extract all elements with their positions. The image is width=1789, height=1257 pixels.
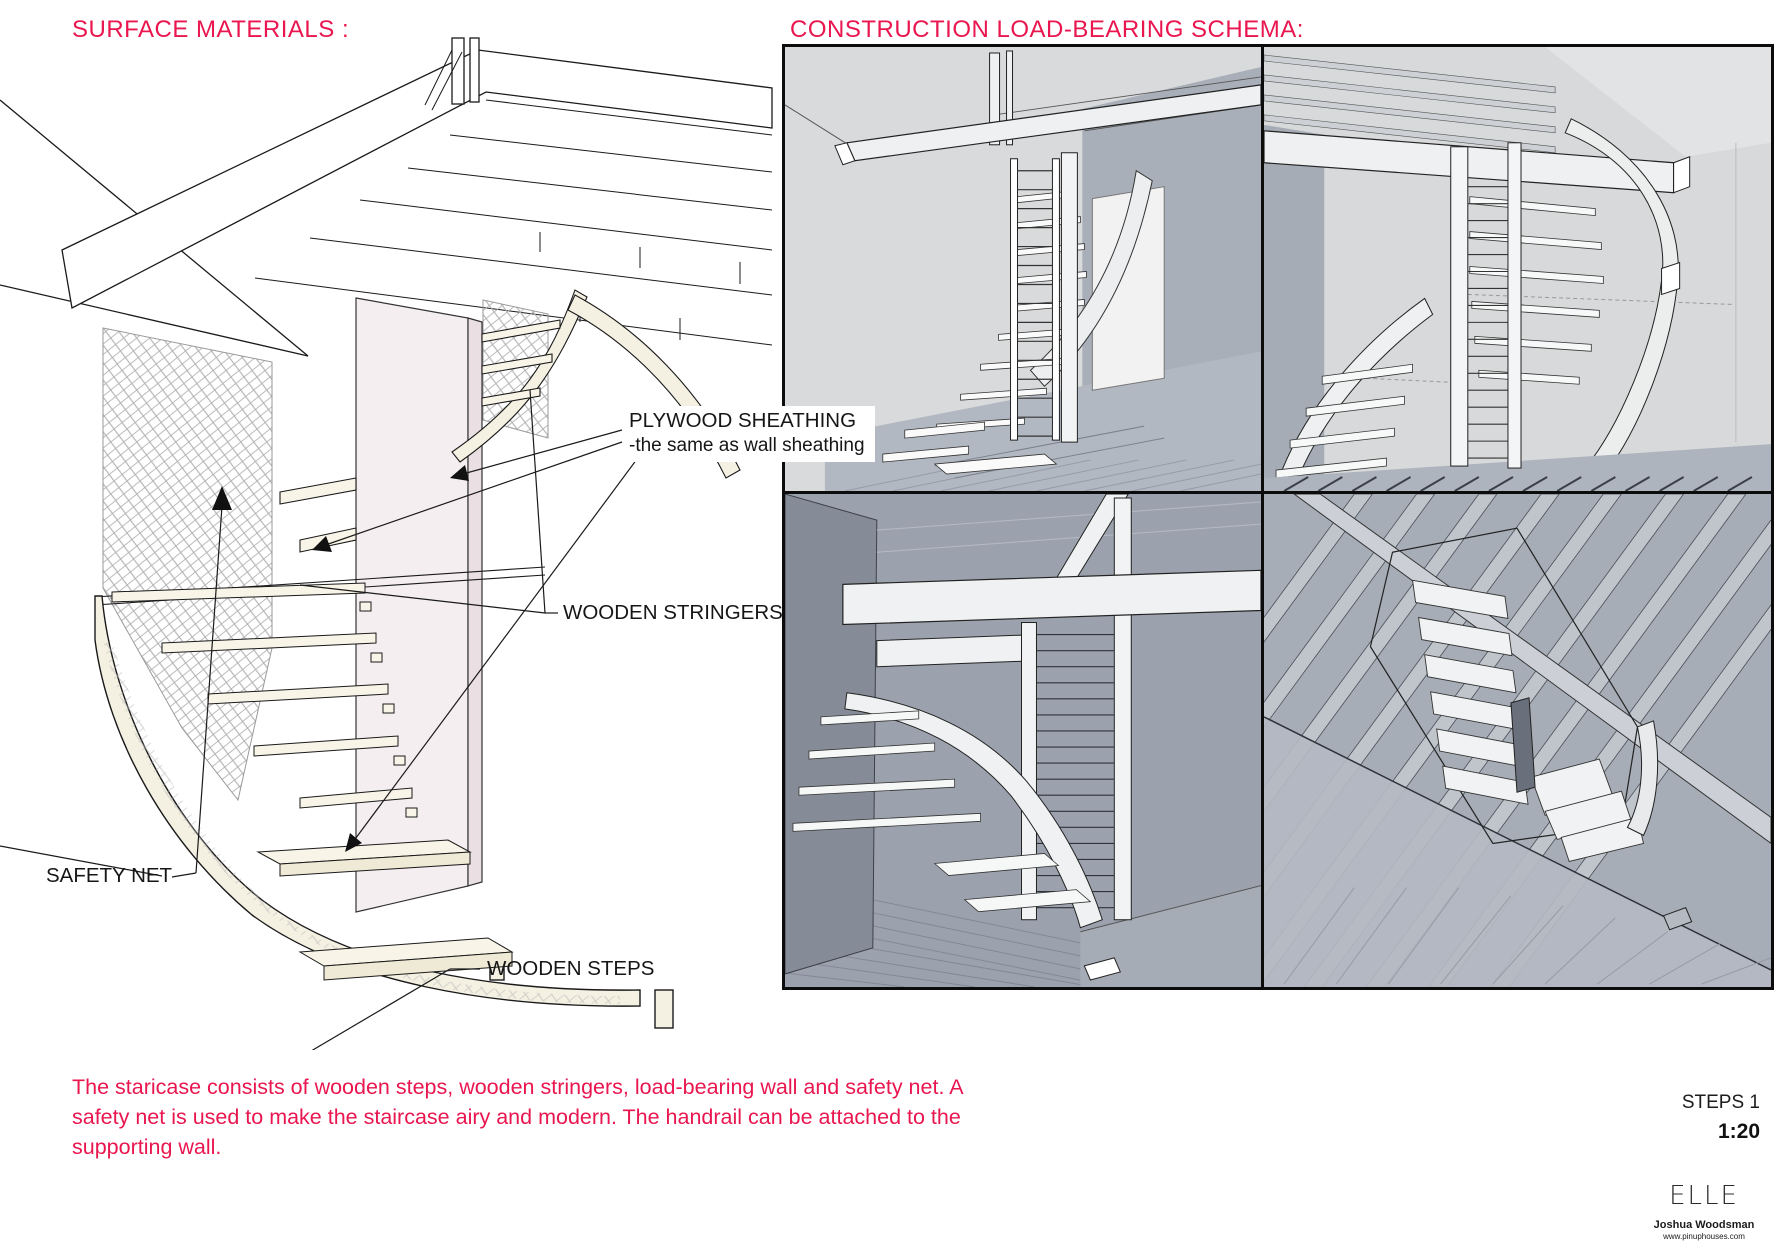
surface-materials-title: SURFACE MATERIALS : [72,16,350,43]
website-url: www.pinuphouses.com [1663,1232,1745,1241]
sheet-scale: 1:20 [1717,1120,1760,1143]
plywood-sheathing-label: PLYWOOD SHEATHING -the same as wall shea… [623,406,875,463]
construction-schema-grid [782,44,1774,990]
render-top-view [1264,494,1771,987]
schema-view-front [785,47,1264,494]
load-bearing-schema-title: CONSTRUCTION LOAD-BEARING SCHEMA: [790,16,1304,43]
safety-net-label: SAFETY NET [46,864,173,887]
description-line: supporting wall. [72,1135,222,1159]
description-line: safety net is used to make the staircase… [72,1105,961,1129]
brand-block: ELLE Joshua Woodsman www.pinuphouses.com [1648,1181,1760,1241]
author-name: Joshua Woodsman [1653,1219,1755,1231]
schema-view-top [1264,494,1771,987]
wooden-steps-label: WOODEN STEPS [487,957,655,980]
description-paragraph: The staricase consists of wooden steps, … [72,1072,964,1162]
schema-view-rear [1264,47,1771,494]
render-rear-view [1264,47,1771,491]
load-bearing-wall [355,297,483,913]
sheet-name: STEPS 1 [1681,1092,1760,1113]
leader-lines [0,389,641,1050]
wooden-stringer [94,595,674,1029]
render-front-view [785,47,1261,491]
leader-arrowhead-icons [212,465,469,852]
plywood-sheathing-label-line2: -the same as wall sheathing [629,434,865,456]
wooden-steps [111,582,514,981]
wooden-stringers-label: WOODEN STRINGERS [563,601,783,624]
description-line: The staricase consists of wooden steps, … [72,1075,964,1099]
render-side-view [785,494,1261,987]
surface-materials-drawing [0,37,773,1050]
ceiling-assembly [0,37,773,357]
title-block: STEPS 1 1:20 [1682,1092,1760,1144]
plywood-sheathing-label-line1: PLYWOOD SHEATHING [629,409,857,432]
schema-view-side [785,494,1264,987]
brand-logo: ELLE [1669,1181,1739,1211]
